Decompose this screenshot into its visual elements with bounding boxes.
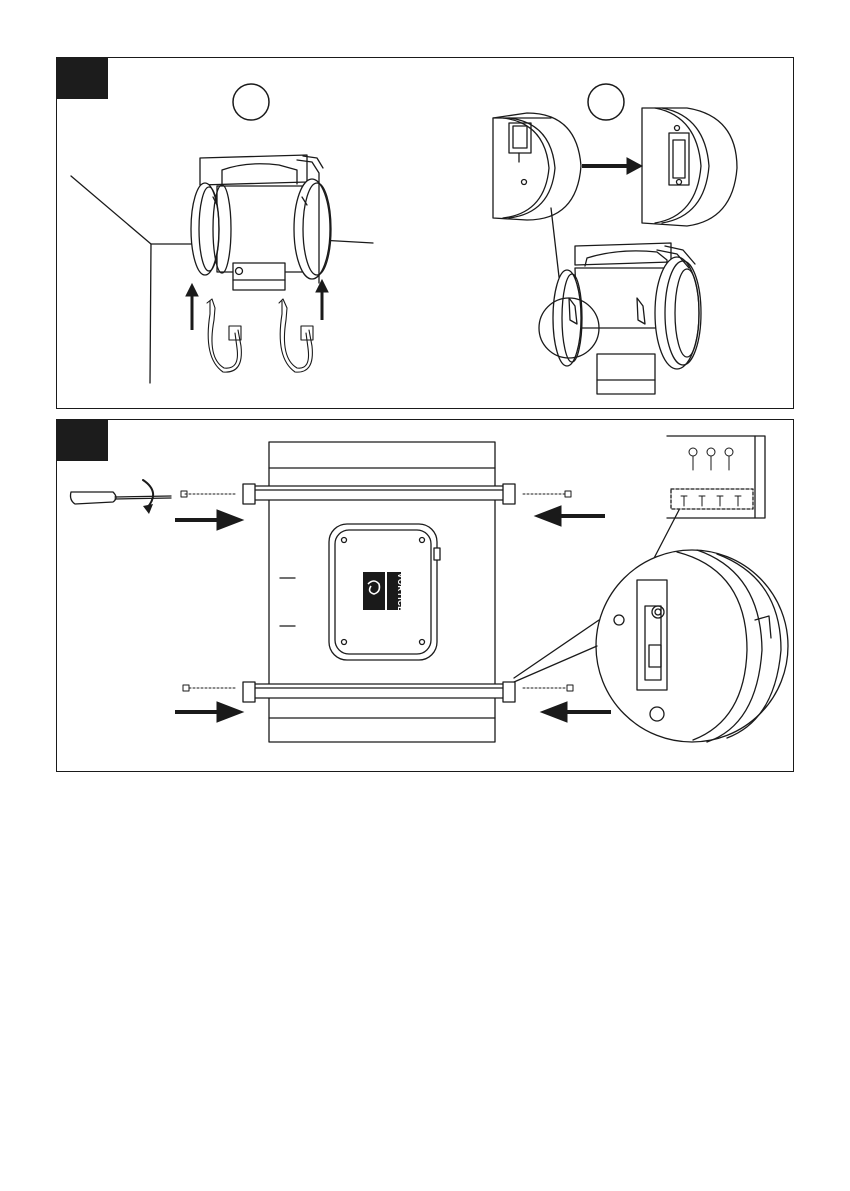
callout-b-circle [588, 84, 624, 120]
zoom-detail-after [642, 108, 737, 226]
arrow-icon [582, 158, 642, 174]
arrow-icon [535, 506, 605, 526]
arrow-icon [175, 510, 243, 530]
brand-logo-text: VORTICE [396, 573, 405, 612]
rotation-arrow-head [143, 504, 153, 514]
rotation-arrow-icon [143, 480, 153, 508]
fan-unit-b [539, 243, 701, 394]
arrow-icon [316, 280, 328, 320]
fan-unit-a [191, 155, 331, 290]
step-2-panel: VORTICE [56, 419, 794, 772]
screw-icon [183, 685, 237, 691]
screw-icon [523, 685, 573, 691]
screw-icon [181, 491, 237, 497]
screwdriver-icon [71, 492, 172, 504]
step-1-panel [56, 57, 794, 409]
zoom-detail-before [493, 113, 581, 220]
arrow-icon [175, 702, 243, 722]
step-2-illustration: VORTICE [57, 420, 795, 773]
screw-icon [523, 491, 571, 497]
step-1-illustration [57, 58, 795, 410]
brand-logo: VORTICE [363, 572, 405, 612]
clamp-icon [279, 299, 313, 372]
arrow-icon [186, 284, 198, 330]
arrow-icon [541, 702, 611, 722]
callout-a-circle [233, 84, 269, 120]
clamp-icon [207, 299, 241, 372]
